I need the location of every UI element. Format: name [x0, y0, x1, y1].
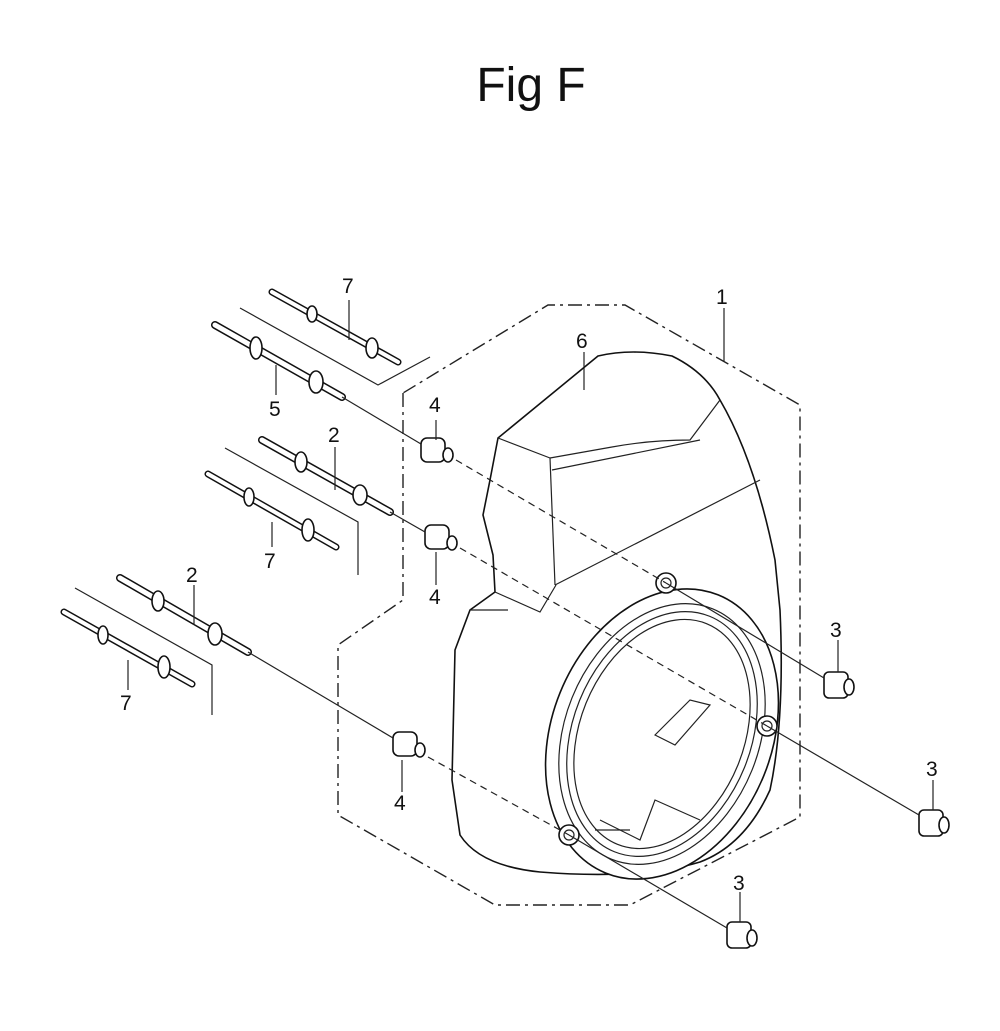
callout-6: 6	[576, 330, 588, 353]
callout-4: 4	[429, 394, 441, 417]
stud-bolts	[60, 288, 402, 688]
callout-5: 5	[269, 398, 281, 421]
callout-7: 7	[342, 275, 354, 298]
stud-bolt	[258, 436, 394, 516]
flange-nut	[726, 921, 758, 949]
flange-nuts	[726, 671, 950, 949]
callout-3: 3	[830, 619, 842, 642]
stud-bolt	[116, 574, 252, 656]
callout-3: 3	[926, 758, 938, 781]
callout-1: 1	[716, 286, 728, 309]
callout-4: 4	[429, 586, 441, 609]
stud-bolt	[204, 470, 340, 551]
bolt-bracket-lines	[74, 307, 431, 715]
callout-3: 3	[733, 872, 745, 895]
figure-title: Fig F	[476, 59, 586, 112]
collar	[424, 524, 458, 551]
scroll-ring	[544, 588, 780, 880]
collars	[392, 437, 458, 758]
stud-bolt	[60, 608, 196, 688]
callouts: 1 6 7 5 4 2 7 4 2 7 3 3 4 3	[120, 275, 938, 895]
callout-2: 2	[186, 564, 198, 587]
alignment-lines	[247, 396, 920, 929]
collar	[392, 731, 426, 758]
flange-nut	[823, 671, 855, 699]
stud-bolt	[211, 321, 346, 401]
callout-2: 2	[328, 424, 340, 447]
flange-nut	[918, 809, 950, 837]
callout-4: 4	[394, 792, 406, 815]
assembly-boundary	[337, 304, 801, 906]
leader-lines	[127, 300, 934, 922]
collar	[420, 437, 454, 463]
callout-7: 7	[264, 550, 276, 573]
callout-7: 7	[120, 692, 132, 715]
stud-bolt	[268, 288, 402, 366]
